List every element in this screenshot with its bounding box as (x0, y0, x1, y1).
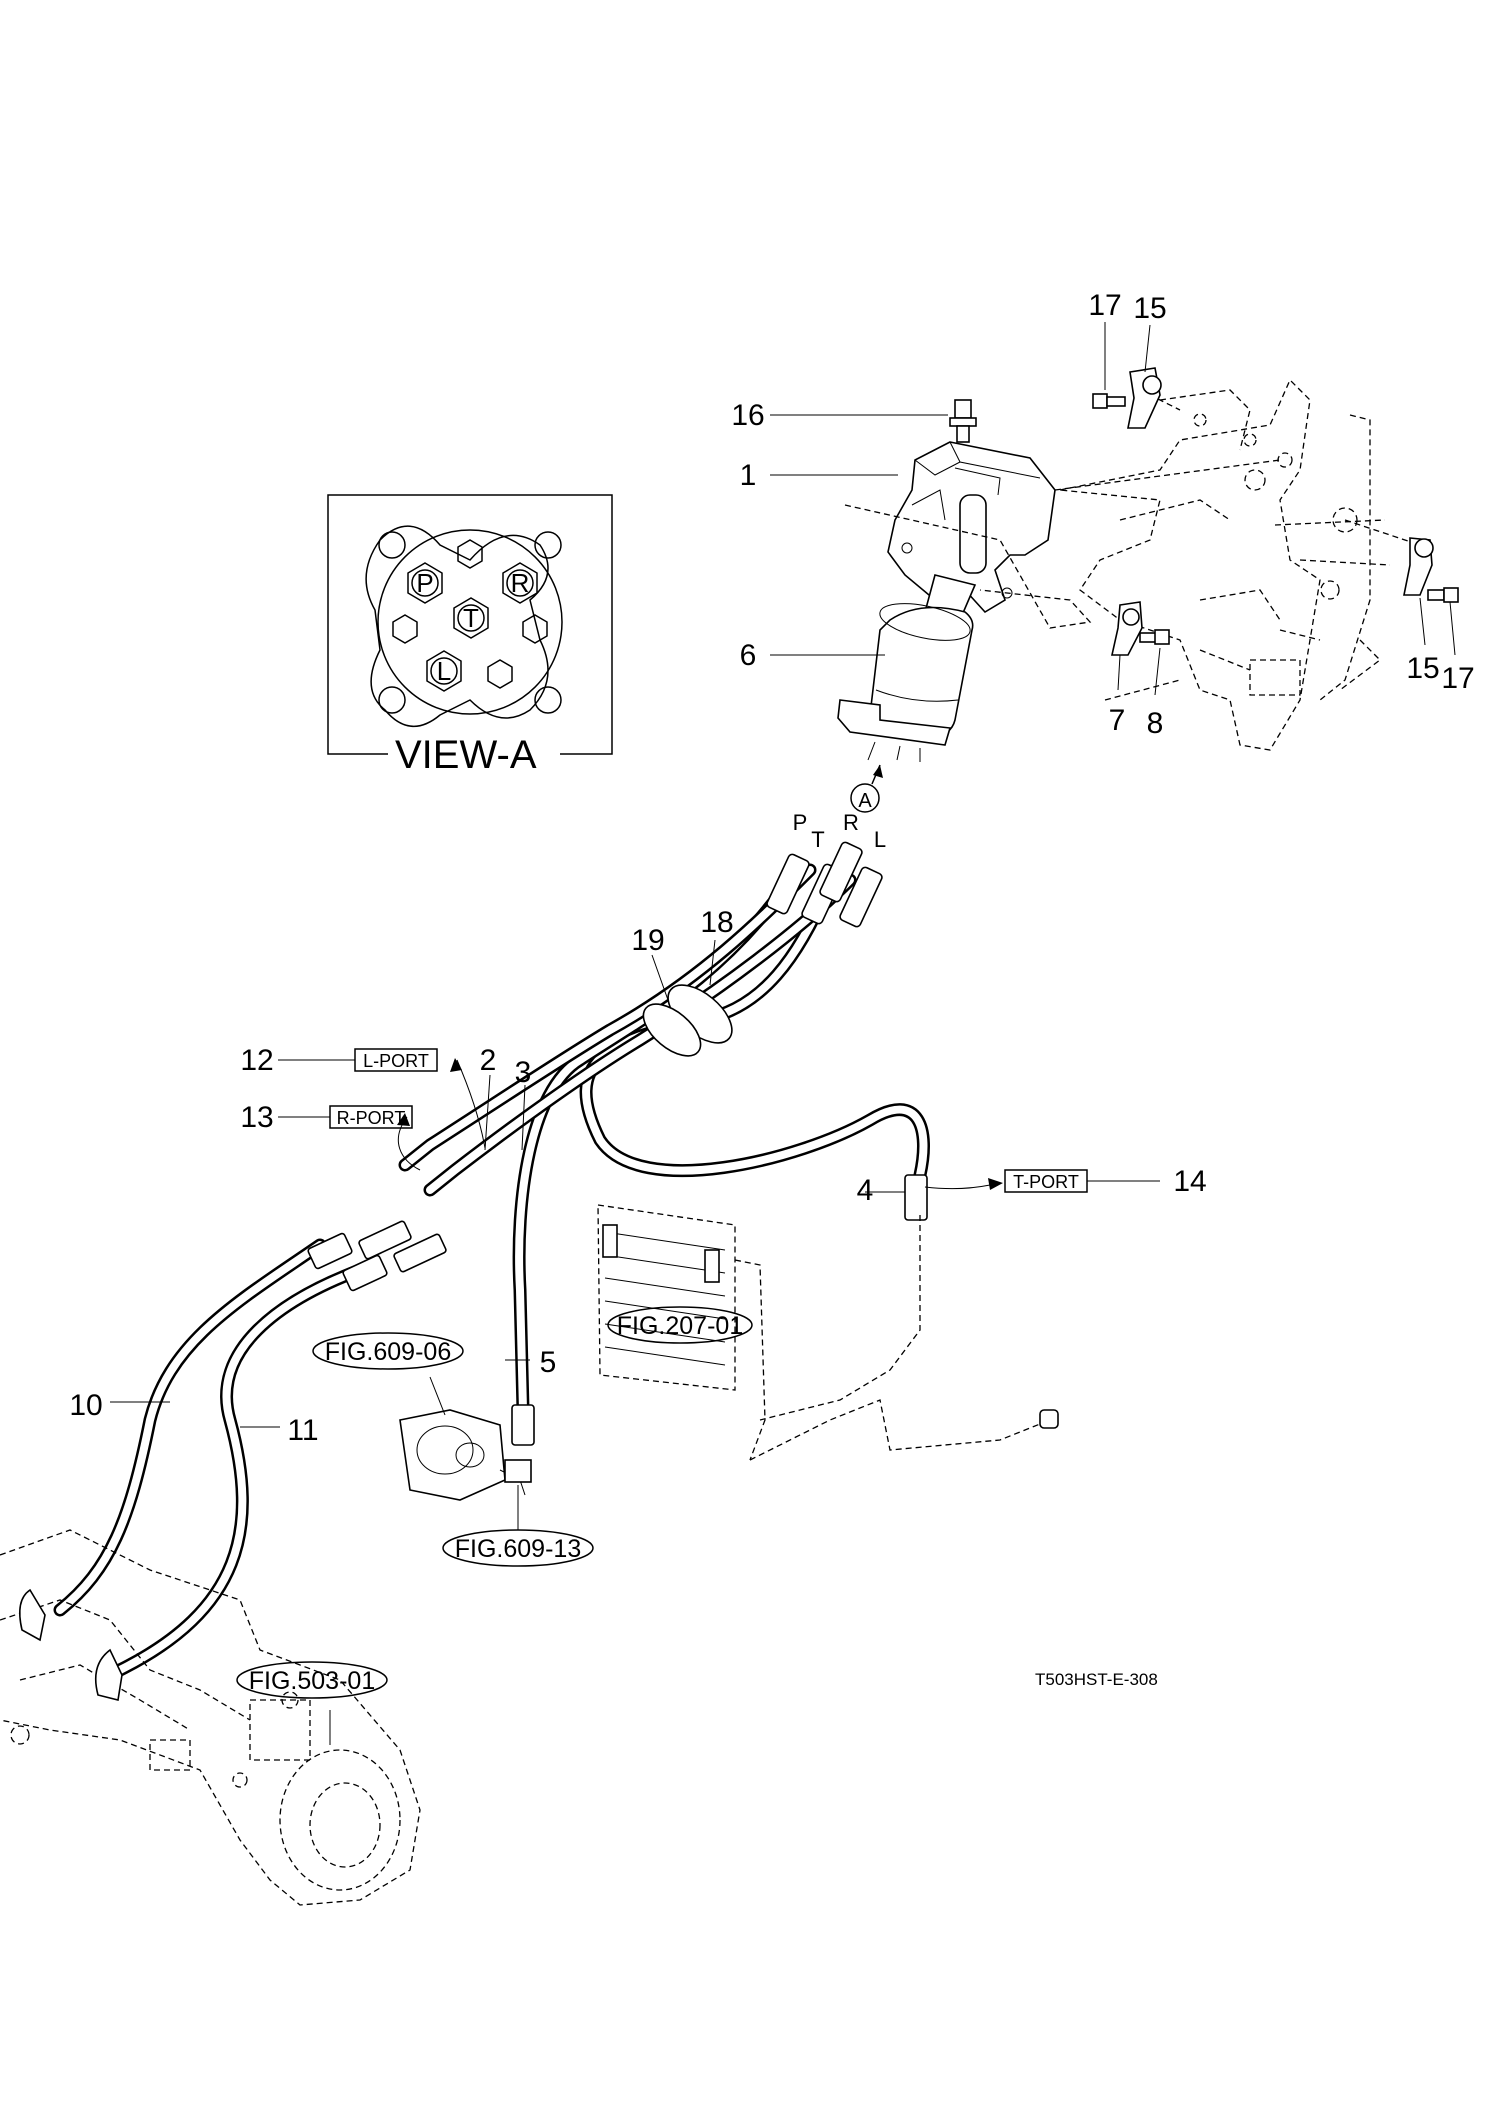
drawing-code: T503HST-E-308 (1035, 1670, 1158, 1689)
fig-ref-609-13: FIG.609-13 (455, 1535, 581, 1563)
callout-16: 16 (731, 399, 764, 432)
callout-4: 4 (857, 1174, 874, 1207)
callout-15-upper: 15 (1133, 292, 1166, 325)
callout-6: 6 (740, 639, 757, 672)
clamp-hardware (949, 367, 1459, 656)
callout-numbers: 1 2 3 4 5 6 7 8 10 11 12 13 14 15 15 16 … (69, 289, 1474, 1447)
hose-port-r: R (843, 810, 859, 835)
view-a-marker-letter: A (858, 790, 872, 812)
view-a-port-l: L (437, 656, 451, 686)
hydraulic-pump (399, 1409, 532, 1501)
leader-lines (110, 322, 1456, 1745)
fig-ref-207-01: FIG.207-01 (617, 1312, 743, 1340)
callout-19: 19 (631, 924, 664, 957)
view-a-caption: VIEW-A (395, 733, 537, 777)
frame-bracket (1059, 378, 1391, 751)
view-a-port-p: P (416, 568, 433, 598)
callout-13: 13 (240, 1101, 273, 1134)
callout-11: 11 (287, 1414, 318, 1447)
callout-12: 12 (240, 1044, 273, 1077)
oil-cooler (597, 1204, 1059, 1461)
hose-port-letters: P T R L (793, 810, 886, 852)
figure-references: FIG.609-06 FIG.207-01 FIG.609-13 FIG.503… (236, 1306, 753, 1699)
r-port-tag: R-PORT (337, 1108, 406, 1128)
callout-2: 2 (480, 1044, 497, 1077)
front-axle (0, 1529, 421, 1906)
callout-17-upper: 17 (1088, 289, 1121, 322)
view-a-marker: A (850, 764, 883, 813)
callout-18: 18 (700, 906, 733, 939)
view-a-inset: VIEW-A P R T L (327, 494, 613, 777)
callout-15-right: 15 (1406, 652, 1439, 685)
callout-8: 8 (1147, 707, 1164, 740)
steering-unit (837, 441, 1056, 762)
callout-17-right: 17 (1441, 662, 1474, 695)
fig-ref-609-06: FIG.609-06 (325, 1338, 451, 1366)
hose-port-l: L (874, 827, 886, 852)
view-a-port-r: R (511, 568, 530, 598)
callout-10: 10 (69, 1389, 102, 1422)
l-port-tag: L-PORT (363, 1051, 429, 1071)
hose-port-p: P (793, 810, 808, 835)
fig-ref-503-01: FIG.503-01 (249, 1667, 375, 1695)
port-tags: L-PORT R-PORT T-PORT (329, 1048, 1088, 1193)
callout-3: 3 (515, 1056, 532, 1089)
callout-1: 1 (740, 459, 757, 492)
callout-5: 5 (540, 1346, 557, 1379)
hose-port-t: T (811, 827, 824, 852)
t-port-tag: T-PORT (1013, 1172, 1079, 1192)
callout-7: 7 (1109, 704, 1126, 737)
hose-bundle (53, 841, 930, 1677)
view-a-port-t: T (463, 603, 479, 633)
callout-14: 14 (1173, 1165, 1206, 1198)
